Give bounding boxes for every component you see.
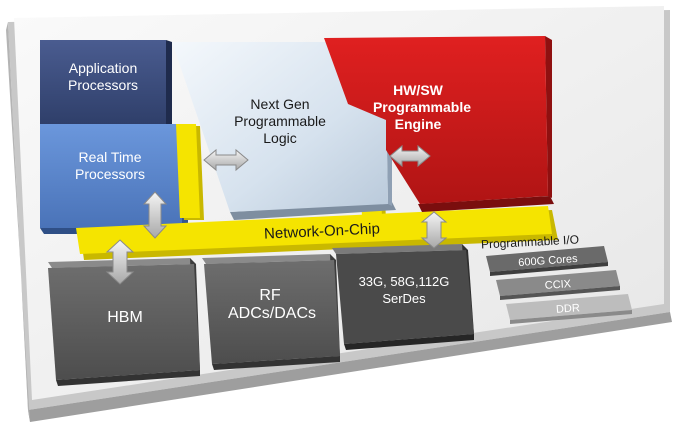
serdes-label-line-1: 33G, 58G,112G (359, 274, 450, 289)
logic-to-rt-arrow (203, 148, 249, 172)
rt-to-noc-arrow (142, 191, 168, 239)
programmable-logic-block: Next Gen Programmable Logic (172, 42, 396, 220)
programmable-logic-line-1: Next Gen (250, 96, 309, 112)
programmable-logic-line-2: Programmable (234, 113, 326, 129)
programmable-engine-line-3: Engine (395, 116, 442, 132)
network-on-chip-label: Network-On-Chip (264, 220, 381, 242)
serdes-label-line-2: SerDes (382, 291, 426, 306)
programmable-io-group: Programmable I/O 600G Cores CCIX DDR (481, 232, 632, 324)
rf-label-line-1: RF (259, 287, 281, 304)
noc-to-io-arrow (420, 211, 448, 249)
noc-to-hbm-arrow (105, 239, 135, 285)
hbm-block: HBM (48, 258, 200, 386)
application-processors-line-2: Processors (68, 77, 138, 93)
io-item-600g-cores-label: 600G Cores (518, 253, 578, 269)
programmable-engine-block: HW/SW Programmable Engine (324, 36, 554, 212)
io-item-ddr (506, 294, 632, 320)
programmable-engine-line-1: HW/SW (393, 82, 444, 98)
io-item-ccix-label: CCIX (544, 278, 572, 292)
programmable-logic-line-3: Logic (263, 130, 296, 146)
real-time-processors-block: Real Time Processors (40, 124, 188, 234)
logic-to-engine-arrow (389, 144, 431, 168)
application-processors-line-1: Application (69, 60, 138, 76)
programmable-io-title: Programmable I/O (481, 232, 580, 251)
serdes-block: 33G, 58G,112G SerDes (332, 244, 474, 350)
io-item-ccix (496, 270, 620, 296)
real-time-processors-line-2: Processors (75, 166, 145, 182)
real-time-processors-line-1: Real Time (78, 149, 141, 165)
rf-label-line-2: ADCs/DACs (228, 305, 316, 322)
programmable-engine-line-2: Programmable (373, 99, 471, 115)
io-item-600g-cores (486, 246, 608, 272)
rf-adcs-dacs-block: RF ADCs/DACs (202, 254, 340, 370)
io-item-ddr-label: DDR (556, 302, 581, 316)
application-processors-block: Application Processors (40, 40, 172, 126)
hbm-label: HBM (107, 309, 143, 326)
